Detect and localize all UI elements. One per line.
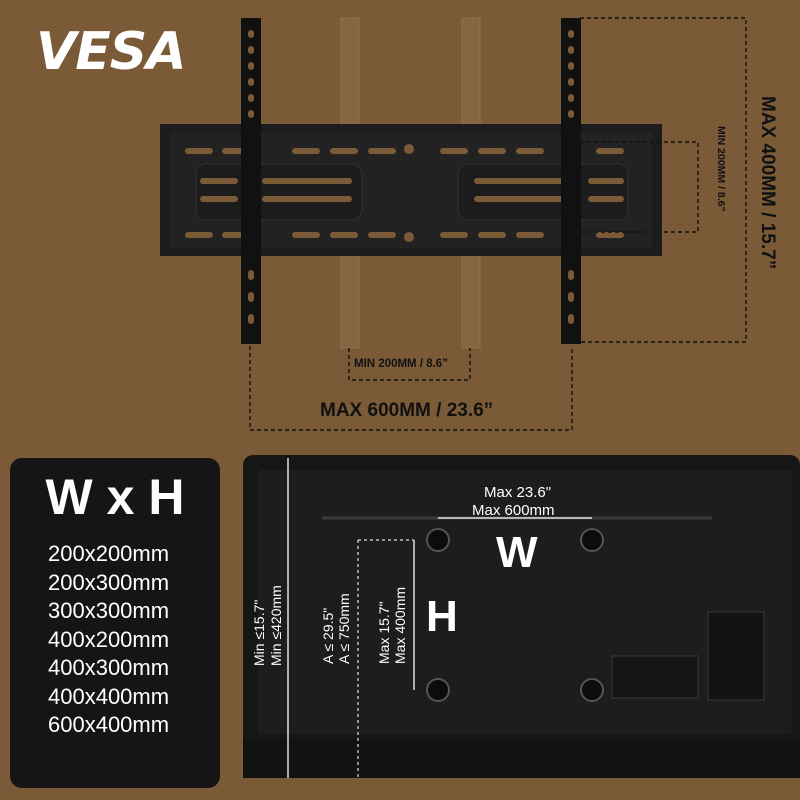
arm-left <box>241 18 261 344</box>
tv-min-inch: Min ≤15.7" <box>251 599 267 666</box>
tv-back <box>243 455 800 778</box>
tv-a-inch: A ≤ 29.5" <box>320 607 336 664</box>
tv-min-mm: Min ≤420mm <box>268 585 284 666</box>
tv-h-label: H <box>426 592 458 641</box>
size-item: 400x300mm <box>48 655 170 680</box>
vesa-title: VESA <box>36 22 186 82</box>
arm-right <box>561 18 581 344</box>
tv-w-label: W <box>496 528 538 577</box>
size-item: 400x200mm <box>48 626 170 652</box>
tv-a-mm: A ≤ 750mm <box>336 593 352 664</box>
tv-max-height-inch: Max 15.7" <box>376 601 392 664</box>
size-item: 200x200mm <box>48 541 170 566</box>
supported-sizes-panel: W x H 200x200mm 200x300mm 300x300mm 400x… <box>10 458 220 788</box>
min-horizontal-label: MIN 200MM / 8.6” <box>354 358 448 370</box>
max-horizontal-label: MAX 600MM / 23.6” <box>320 400 494 421</box>
max-vertical-label: MAX 400MM / 15.7” <box>757 96 778 270</box>
tv-max-height-mm: Max 400mm <box>392 586 408 664</box>
sizes-heading: W x H <box>45 469 185 525</box>
size-item: 200x300mm <box>48 569 170 595</box>
min-vertical-label: MIN 200MM / 8.6” <box>715 126 727 212</box>
size-list: 200x200mm 200x300mm 300x300mm 400x200mm … <box>48 540 169 740</box>
size-item: 300x300mm <box>48 598 170 623</box>
tv-max-width-mm: Max 600mm <box>472 502 555 519</box>
size-item: 600x400mm <box>48 712 170 737</box>
size-item: 400x400mm <box>48 683 170 709</box>
dimension-lines <box>249 17 747 431</box>
wall-plate <box>160 124 662 256</box>
tv-max-width-inch: Max 23.6" <box>484 484 552 501</box>
